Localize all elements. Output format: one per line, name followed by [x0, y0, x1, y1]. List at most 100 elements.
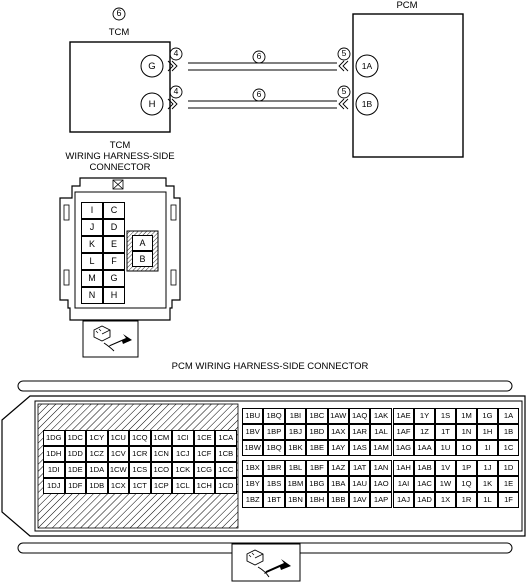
connector-pin: 1CZ [86, 446, 108, 462]
connector-pin: 1BU [242, 408, 264, 424]
connector-pin: 1AA [414, 440, 435, 456]
wire1-mid-ref: 6 [256, 51, 262, 61]
pcm-terminal-1b-label: 1B [361, 99, 373, 109]
connector-pin: 1V [435, 460, 456, 476]
connector-pin: 1CE [193, 430, 215, 446]
connector-pin: 1X [435, 492, 456, 508]
connector-pin: 1BN [284, 492, 307, 508]
connector-pin: 1CV [107, 446, 129, 462]
connector-pin: 1AF [393, 424, 414, 440]
connector-pin: 1CM [150, 430, 172, 446]
wire-g-1a [167, 47, 351, 72]
connector-pin: 1AH [393, 460, 414, 476]
connector-pin: I [81, 202, 103, 219]
connector-pin: 1BQ [263, 408, 285, 424]
wire1-from-ref: 4 [173, 48, 179, 58]
connector-pin: 1DJ [43, 478, 65, 494]
connector-pin: 1AT [348, 460, 371, 476]
connector-pin: 1AB [414, 460, 435, 476]
wire2-from-ref: 4 [173, 86, 179, 96]
connector-pin: 1J [477, 460, 498, 476]
connector-pin: J [81, 219, 103, 236]
connector-pin: 1AZ [327, 460, 349, 476]
connector-pin: 1BV [242, 424, 264, 440]
connector-pin: 1CD [215, 478, 237, 494]
connector-pin: 1BJ [284, 424, 307, 440]
connector-pin: 1CU [107, 430, 129, 446]
connector-pin: 1CJ [172, 446, 194, 462]
connector-pin: 1CQ [129, 430, 151, 446]
connector-pin: 1CC [215, 462, 237, 478]
connector-pin: 1AK [370, 408, 392, 424]
connector-pin: 1O [456, 440, 477, 456]
view-direction-icon [82, 320, 139, 358]
connector-pin: 1AN [370, 460, 392, 476]
connector-pin: 1DI [43, 462, 65, 478]
connector-pin: 1DC [64, 430, 86, 446]
connector-pin: 1BE [306, 440, 328, 456]
tcm-connector-title-2: WIRING HARNESS-SIDE [65, 151, 175, 162]
connector-pin: 1AU [348, 476, 371, 492]
pcm-terminal-1b [355, 92, 379, 116]
tcm-terminal-g-label: G [148, 61, 156, 72]
connector-pin: 1AI [393, 476, 414, 492]
connector-pin: 1AR [348, 424, 371, 440]
connector-pin: M [81, 270, 103, 287]
connector-pin: F [103, 253, 125, 270]
connector-pin: 1AJ [393, 492, 414, 508]
connector-pin: 1AC [414, 476, 435, 492]
view-direction-icon-2 [231, 543, 301, 582]
connector-pin: 1Y [414, 408, 435, 424]
tcm-ref-number: 6 [116, 8, 122, 18]
connector-pin: 1CR [129, 446, 151, 462]
connector-pin: 1CX [107, 478, 129, 494]
connector-pin: 1BD [306, 424, 328, 440]
connector-pin: 1P [456, 460, 477, 476]
connector-pin: C [103, 202, 125, 219]
connector-pin: 1CT [129, 478, 151, 494]
tcm-label: TCM [108, 27, 130, 38]
connector-pin: 1DB [86, 478, 108, 494]
connector-pin: 1G [477, 408, 498, 424]
connector-pin: 1AO [370, 476, 392, 492]
connector-pin: 1BZ [242, 492, 264, 508]
connector-pin: 1BR [263, 460, 285, 476]
tcm-ref-circle [112, 7, 126, 21]
connector-pin: 1AG [393, 440, 414, 456]
connector-pin: 1BB [327, 492, 349, 508]
connector-pin: E [103, 236, 125, 253]
connector-pin: 1C [498, 440, 519, 456]
connector-pin: 1AY [327, 440, 349, 456]
connector-pin: 1CO [150, 462, 172, 478]
connector-pin: 1BG [306, 476, 328, 492]
connector-pin: 1H [477, 424, 498, 440]
connector-pin: 1BF [306, 460, 328, 476]
connector-pin: 1K [477, 476, 498, 492]
connector-pin: 1CP [150, 478, 172, 494]
pcm-terminal-1a [355, 54, 379, 78]
connector-pin: 1W [435, 476, 456, 492]
connector-pin: 1CG [193, 462, 215, 478]
connector-pin: 1A [498, 408, 519, 424]
connector-pin: 1CY [86, 430, 108, 446]
connector-pin: 1CL [172, 478, 194, 494]
wire-h-1b [167, 85, 351, 110]
wire2-mid-ref: 6 [256, 89, 262, 99]
connector-pin: 1B [498, 424, 519, 440]
connector-pin: 1AS [348, 440, 371, 456]
connector-pin: 1CK [172, 462, 194, 478]
connector-pin: 1BT [263, 492, 285, 508]
pcm-box [352, 13, 464, 158]
connector-pin: G [103, 270, 125, 287]
connector-pin: 1CH [193, 478, 215, 494]
connector-pin: 1CA [215, 430, 237, 446]
connector-pin: 1BX [242, 460, 264, 476]
pcm-connector-title: PCM WIRING HARNESS-SIDE CONNECTOR [171, 361, 369, 372]
connector-pin: 1CF [193, 446, 215, 462]
